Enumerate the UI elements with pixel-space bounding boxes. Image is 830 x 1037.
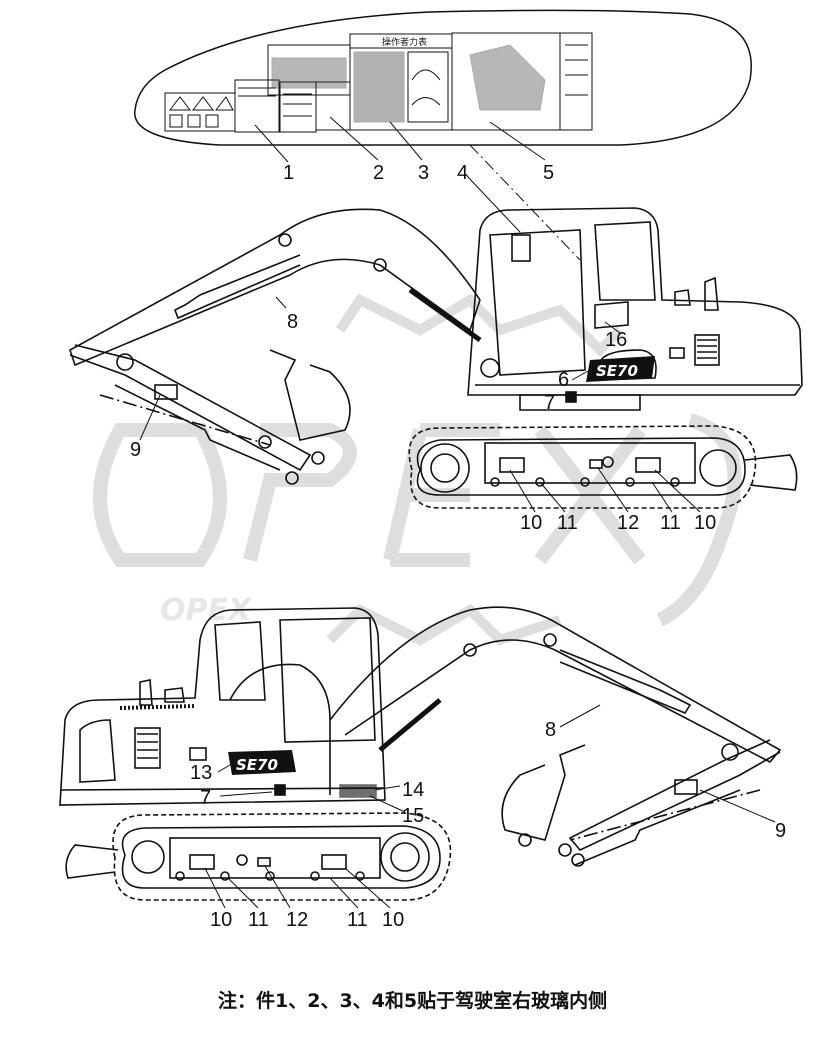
callout-11-upper-right: 11 bbox=[660, 512, 681, 534]
callout-14: 14 bbox=[402, 779, 425, 801]
callout-5: 5 bbox=[543, 162, 555, 184]
callout-12-upper: 12 bbox=[617, 512, 640, 534]
callout-7-lower: 7 bbox=[200, 787, 212, 809]
callout-10-lower-right: 10 bbox=[382, 909, 405, 931]
excavator-side-view-lower bbox=[59, 606, 782, 901]
callout-9-lower: 9 bbox=[775, 820, 787, 842]
callout-15: 15 bbox=[402, 805, 425, 827]
leader-lines-lower bbox=[204, 704, 776, 909]
callout-12-lower: 12 bbox=[286, 909, 309, 931]
callout-2: 2 bbox=[373, 162, 385, 184]
decal-title: 操作者力表 bbox=[382, 36, 427, 48]
excavator-side-view-upper bbox=[69, 207, 803, 509]
callout-11-lower-left: 11 bbox=[248, 909, 269, 931]
callout-8-upper: 8 bbox=[287, 311, 299, 333]
callout-6: 6 bbox=[558, 369, 570, 391]
callout-4: 4 bbox=[457, 162, 469, 184]
callout-16: 16 bbox=[605, 329, 628, 351]
model-badge-upper bbox=[586, 356, 655, 382]
decal-1 bbox=[164, 92, 236, 132]
leader-lines-upper bbox=[139, 296, 701, 513]
callout-13: 13 bbox=[190, 762, 213, 784]
model-badge-lower-text: SE70 bbox=[236, 756, 278, 774]
leader-lines-top bbox=[254, 116, 581, 261]
callout-1: 1 bbox=[283, 162, 295, 184]
installation-note: 注：件1、2、3、4和5贴于驾驶室右玻璃内侧 bbox=[218, 990, 608, 1012]
callout-7-upper: 7 bbox=[544, 392, 556, 414]
decal-5 bbox=[451, 32, 593, 131]
callout-3: 3 bbox=[418, 162, 430, 184]
callout-11-upper-left: 11 bbox=[557, 512, 578, 534]
opex-watermark bbox=[93, 293, 742, 646]
callout-10-lower-left: 10 bbox=[210, 909, 233, 931]
cab-glass-outline bbox=[134, 9, 752, 146]
callout-10-upper-left: 10 bbox=[520, 512, 543, 534]
callout-11-lower-right: 11 bbox=[347, 909, 368, 931]
callout-10-upper-right: 10 bbox=[694, 512, 717, 534]
decal-3 bbox=[267, 33, 453, 131]
model-badge-lower bbox=[228, 750, 296, 775]
callout-8-lower: 8 bbox=[545, 719, 557, 741]
callout-9-upper: 9 bbox=[130, 439, 142, 461]
model-badge-upper-text: SE70 bbox=[596, 362, 638, 380]
